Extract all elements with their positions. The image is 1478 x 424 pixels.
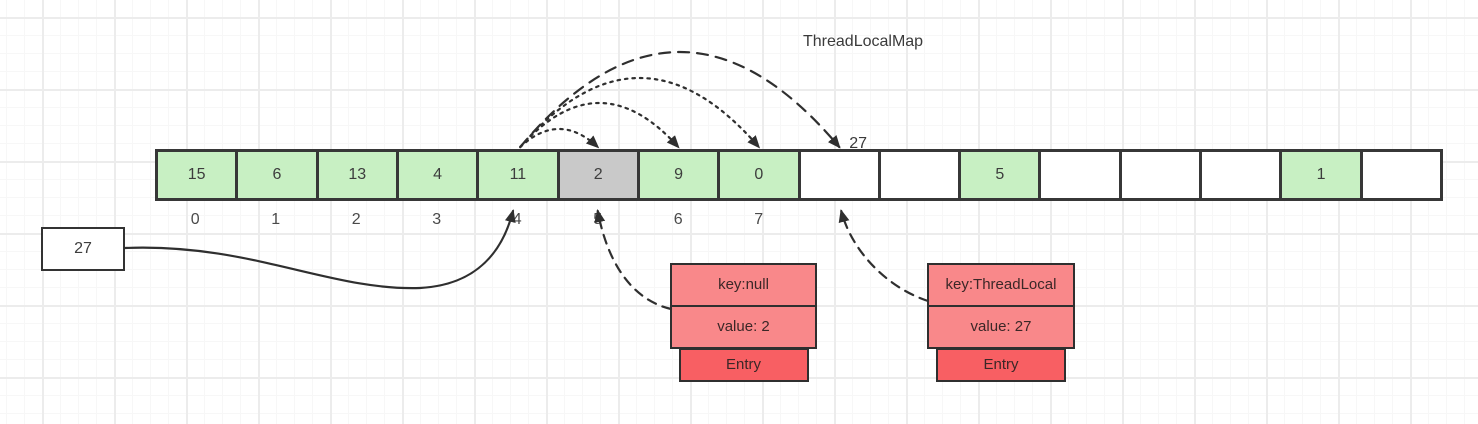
array-cell-15 bbox=[1359, 152, 1440, 198]
array-cell-4: 11 bbox=[476, 152, 557, 198]
probe-arrow-to-6 bbox=[519, 102, 680, 149]
entry-box-new: key:ThreadLocal value: 27 Entry bbox=[927, 263, 1075, 382]
entry-key: key:null bbox=[718, 276, 769, 293]
index-label-1: 1 bbox=[271, 211, 281, 228]
probe-arrow-to-8 bbox=[519, 51, 841, 149]
array-cell-10: 5 bbox=[958, 152, 1039, 198]
index-label-2: 2 bbox=[351, 211, 361, 228]
entry-key-value: key:ThreadLocal value: 27 bbox=[927, 263, 1075, 349]
array-cell-1: 6 bbox=[235, 152, 316, 198]
incoming-value-label: 27 bbox=[74, 240, 92, 257]
array-cell-11 bbox=[1038, 152, 1119, 198]
incoming-value-box: 27 bbox=[41, 227, 125, 271]
index-label-0: 0 bbox=[190, 211, 200, 228]
index-label-4: 4 bbox=[512, 211, 522, 228]
probe-arrow-to-7 bbox=[519, 76, 761, 149]
array-cell-5: 2 bbox=[556, 152, 637, 198]
entry-tag: Entry bbox=[936, 348, 1066, 382]
probe-arrow-to-5 bbox=[519, 127, 600, 149]
array-cell-3: 4 bbox=[395, 152, 477, 198]
array-cell-9 bbox=[877, 152, 959, 198]
array-cell-8 bbox=[797, 152, 878, 198]
array-cell-13 bbox=[1199, 152, 1280, 198]
array-cell-0: 15 bbox=[158, 152, 236, 198]
array-cell-7: 0 bbox=[717, 152, 798, 198]
index-label-row: 0 1 2 3 4 5 6 7 bbox=[155, 211, 1443, 233]
entry-key-value: key:null value: 2 bbox=[670, 263, 817, 349]
array-cell-6: 9 bbox=[636, 152, 718, 198]
index-label-6: 6 bbox=[673, 211, 683, 228]
index-label-3: 3 bbox=[432, 211, 442, 228]
index-label-5: 5 bbox=[593, 211, 603, 228]
index-label-7: 7 bbox=[754, 211, 764, 228]
entry-tag: Entry bbox=[678, 348, 809, 382]
entry-value: value: 2 bbox=[672, 305, 815, 347]
entry-key: key:ThreadLocal bbox=[945, 276, 1057, 293]
entry-box-stale: key:null value: 2 Entry bbox=[670, 263, 817, 382]
diagram-title: ThreadLocalMap bbox=[803, 33, 924, 50]
entry-value: value: 27 bbox=[929, 305, 1073, 347]
array-cell-12 bbox=[1118, 152, 1200, 198]
array-cell-2: 13 bbox=[315, 152, 396, 198]
array-cell-14: 1 bbox=[1279, 152, 1360, 198]
